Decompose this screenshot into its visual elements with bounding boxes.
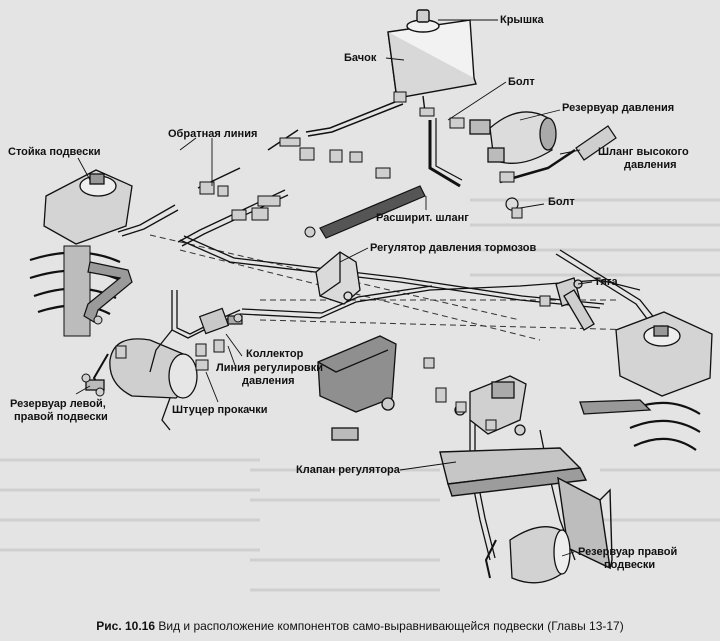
label-expansion-hose: Расширит. шланг (376, 212, 469, 224)
label-kryshka: Крышка (500, 14, 544, 26)
figure-caption: Рис. 10.16 Вид и расположение компоненто… (0, 619, 720, 633)
fluid-reservoir (387, 9, 477, 113)
right-suspension-strut (579, 311, 713, 451)
label-right-reservoir-line2: подвески (604, 559, 656, 571)
link-rod (555, 277, 595, 331)
background-page-texture (0, 198, 720, 592)
leader-lines (75, 19, 593, 557)
label-brake-regulator: Регулятор давления тормозов (370, 242, 537, 254)
label-bleed-nipple: Штуцер прокачки (172, 404, 268, 416)
left-strut-hose (83, 261, 133, 323)
regulator-valve (454, 375, 527, 436)
rear-frame (439, 447, 613, 570)
left-suspension-strut (29, 169, 133, 337)
label-bolt-right: Болт (548, 196, 575, 208)
label-return-line: Обратная линия (168, 128, 258, 140)
expansion-hose (319, 118, 463, 239)
label-strut: Стойка подвески (8, 146, 101, 158)
label-left-reservoir-line1: Резервуар левой, (10, 398, 106, 410)
pressure-reservoir (469, 111, 557, 164)
label-bachok: Бачок (344, 52, 377, 64)
figure-number: Рис. 10.16 (96, 619, 156, 633)
label-pressure-line-line2: давления (242, 375, 295, 387)
label-pressure-line-line1: Линия регулировки (216, 362, 323, 374)
label-bolt-top: Болт (508, 76, 535, 88)
label-pressure-reservoir: Резервуар давления (562, 102, 675, 114)
small-fittings (81, 91, 551, 431)
label-high-pressure-hose-line1: Шланг высокого (598, 146, 689, 158)
label-collector: Коллектор (246, 348, 304, 360)
label-high-pressure-hose-line2: давления (624, 159, 677, 171)
left-right-suspension-reservoir (85, 338, 198, 399)
center-shield (317, 335, 397, 441)
right-suspension-reservoir (484, 526, 571, 584)
label-link-rod: Тяга (594, 276, 618, 288)
label-left-reservoir-line2: правой подвески (14, 411, 108, 423)
label-regulator-valve: Клапан регулятора (296, 464, 400, 476)
brake-pressure-regulator (315, 251, 361, 305)
figure-caption-text: Вид и расположение компонентов само-выра… (158, 619, 624, 633)
label-right-reservoir-line1: Резервуар правой (578, 546, 678, 558)
